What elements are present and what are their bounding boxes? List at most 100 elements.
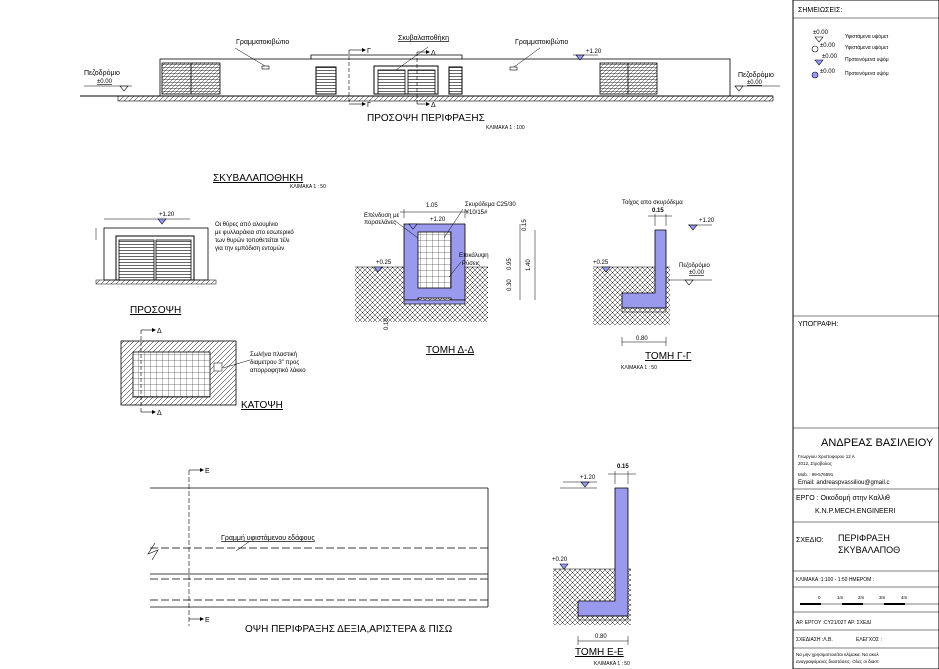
section-delta-top: Δ xyxy=(431,50,436,57)
plan-delta-top: Δ xyxy=(157,328,162,335)
bin-doors xyxy=(373,65,439,95)
legend-level-2: ±0.00 xyxy=(820,43,836,49)
legend-text-4: Προτεινόμενα υψόμ xyxy=(845,70,889,77)
legend-level-3: ±0.00 xyxy=(822,54,838,60)
dd-dim-140: 1.40 xyxy=(526,259,532,271)
gg-wall-label: Τοίχος απο σκυρόδεμα xyxy=(622,199,683,206)
dd-concrete-1: Σκυρόδεμα C25/30 xyxy=(465,201,516,208)
dd-dim-015: 0.15 xyxy=(522,219,528,231)
pipe-note-2: διαμετρου 3" προς xyxy=(250,360,299,366)
dd-concrete-2: Υ10/15# xyxy=(465,210,488,216)
section-epsilon-epsilon: 0.15 +1.20 +0.20 0.80 ΤΟΜΗ Ε-Ε ΚΛΙΜΑΚΑ 1… xyxy=(552,464,636,667)
drawing-title-2: ΣΚΥΒΑΛΑΠΟΘ xyxy=(838,545,900,555)
elevation-scale: ΚΛΙΜΑΚΑ 1 : 100 xyxy=(486,125,525,131)
legend-row: ±0.00 Υφιστάμενα υψόμετ ±0.00 Υφιστάμενα… xyxy=(811,30,889,79)
sidewalk-right-label: Πεζοδρόμιο xyxy=(738,71,774,79)
dd-lining-2: πορσελάνες xyxy=(364,219,396,226)
dd-level-025: +0.25 xyxy=(376,260,392,266)
pedestrian-door-left xyxy=(315,66,337,95)
side-sec-e-top: Ε xyxy=(205,468,210,475)
gg-level-120: +1.20 xyxy=(699,218,715,224)
sidewalk-left-level: ±0.00 xyxy=(97,79,113,85)
bin-title: ΣΚΥΒΑΛΑΠΟΘΗΚΗ xyxy=(213,173,303,184)
section-gamma-top: Γ xyxy=(367,48,371,55)
ee-scale: ΚΛΙΜΑΚΑ 1 : 50 xyxy=(594,661,630,667)
mailbox-right-label: Γραμματοκιβώτιο xyxy=(515,38,568,46)
plan-delta-bottom: Δ xyxy=(157,410,162,417)
dd-cover-1: Επικάλυψη xyxy=(459,252,489,259)
door-note-2: με φυλλαράκια στο εσωτερικό xyxy=(215,229,294,236)
legend-level-1: ±0.00 xyxy=(813,30,829,36)
scalebar-1: 1m xyxy=(837,595,844,600)
door-note-4: για την εμπόδιση εντομών xyxy=(215,245,284,252)
pipe-note-3: απορροφητικό λάκκο xyxy=(250,367,306,374)
bin-label: Σκυβαλαποθήκη xyxy=(398,35,449,42)
mailbox-right xyxy=(509,66,518,71)
dd-lining-1: Επένδυση με xyxy=(364,212,400,219)
drawing-title-1: ΠΕΡΙΦΡΑΞΗ xyxy=(838,533,890,543)
bin-front-view: ΣΚΥΒΑΛΑΠΟΘΗΚΗ ΚΛΙΜΑΚΑ 1 : 50 +1.20 Οι θύ… xyxy=(95,173,326,316)
legend-text-1: Υφιστάμενα υψόμετ xyxy=(845,33,888,40)
project-label: ΕΡΓΟ : Οικοδομή στην Καλλιθ xyxy=(796,495,890,502)
dd-title: ΤΟΜΗ Δ-Δ xyxy=(426,345,474,356)
mobile: Mob. : 99-576591 xyxy=(798,472,834,477)
ground-line-label: Γραμμή υφιστάμενου εδάφους xyxy=(221,534,315,542)
door-note-1: Οι θύρες από αλουμίνιο xyxy=(215,221,279,228)
dd-width-dim: 1.05 xyxy=(426,203,438,209)
scalebar-2: 2m xyxy=(858,595,865,600)
section-gamma-bottom: Γ xyxy=(367,102,371,109)
scale-bar: 0 1m 2m 3m 4m xyxy=(800,595,939,605)
bin-door-right xyxy=(155,239,192,281)
front-level-label: +1.20 xyxy=(159,212,175,218)
scalebar-4: 4m xyxy=(901,595,908,600)
bin-plan-view: Δ Δ Σωλήνα πλαστική διαμετρου 3" προς απ… xyxy=(120,328,306,417)
plan-title: ΚΑΤΟΨΗ xyxy=(241,400,283,411)
section-gamma-gamma: Τοίχος απο σκυρόδεμα 0.15 +1.20 +0.25 Πε… xyxy=(593,199,715,371)
gg-sidewalk: Πεζοδρόμιο xyxy=(679,262,710,269)
section-delta-bottom: Δ xyxy=(431,102,436,109)
title-block: ΣΗΜΕΙΩΣΕΙΣ: ±0.00 Υφιστάμενα υψόμετ ±0.0… xyxy=(792,0,939,669)
address-line-2: 2012, Στροβολος xyxy=(798,461,833,466)
elevation-ground xyxy=(117,95,774,102)
dd-dim-030: 0.30 xyxy=(507,279,513,291)
gg-sidewalk-level: ±0.00 xyxy=(689,270,705,276)
elevation-title: ΠΡΟΣΟΨΗ ΠΕΡΙΦΡΑΞΗΣ xyxy=(367,113,485,124)
dd-dim-095: 0.95 xyxy=(507,258,513,270)
drawing-label: ΣΧΕΔΙΟ: xyxy=(796,537,824,544)
bin-scale: ΚΛΙΜΑΚΑ 1 : 50 xyxy=(290,184,326,190)
engineer-name: ΑΝΔΡΕΑΣ ΒΑΣΙΛΕΙΟΥ xyxy=(821,437,934,449)
fence-side-view: Ε Ε Γραμμή υφιστάμενου εδάφους ΟΨΗ ΠΕΡΙΦ… xyxy=(147,468,489,635)
gg-dim-015: 0.15 xyxy=(652,208,664,214)
gg-scale: ΚΛΙΜΑΚΑ 1 : 50 xyxy=(621,365,657,371)
checked-by: ΕΛΕΓΧΟΣ : xyxy=(856,637,882,643)
ee-level-120: +1.20 xyxy=(580,475,596,481)
drawn-by: ΣΧΕΔΙΑΣΗ :Λ.Β. xyxy=(796,637,833,643)
front-title: ΠΡΟΣΟΨΗ xyxy=(130,305,181,316)
legend-level-4: ±0.00 xyxy=(820,69,836,75)
fence-wall xyxy=(159,58,731,97)
mailbox-left xyxy=(261,65,270,70)
ee-dim-015: 0.15 xyxy=(617,464,629,470)
ee-title: ΤΟΜΗ Ε-Ε xyxy=(575,647,624,658)
dd-cover-2: Ρύσεις xyxy=(462,261,480,267)
legend-text-3: Προτεινόμενα υψόμ xyxy=(845,56,889,63)
pedestrian-door-right xyxy=(448,66,463,95)
scalebar-0: 0 xyxy=(818,595,821,600)
notes-title: ΣΗΜΕΙΩΣΕΙΣ: xyxy=(798,7,842,14)
door-note-3: των θυρών τοποθετείται τέλι xyxy=(215,237,290,244)
scalebar-3: 3m xyxy=(879,595,886,600)
legend-text-2: Υφιστάμενα υψόμετ xyxy=(845,44,888,51)
gg-title: ΤΟΜΗ Γ-Γ xyxy=(645,351,692,362)
section-delta-delta: 1.05 Σκυρόδεμα C25/30 Υ10/15# Επένδυση μ… xyxy=(355,201,536,356)
level-120-label: +1.20 xyxy=(586,49,602,55)
bin-door-left xyxy=(118,239,155,281)
footer-note-2: αναγραφόμενες διαστάσεις. Ολες οι διαστ xyxy=(796,658,879,664)
mailbox-left-label: Γραμματοκιβώτιο xyxy=(236,38,289,46)
sidewalk-right-level: ±0.00 xyxy=(747,80,763,86)
side-sec-e-bottom: Ε xyxy=(205,617,210,624)
fence-elevation: Γραμματοκιβώτιο Γραμματοκιβώτιο Σκυβαλαπ… xyxy=(80,35,780,131)
dd-dim-010: 0.10 xyxy=(384,318,390,330)
address-line-1: Γεωργιου Χριστοφορου 12 Α xyxy=(798,454,855,459)
gg-dim-080: 0.80 xyxy=(636,336,648,342)
gg-level-025: +0.25 xyxy=(593,260,609,266)
